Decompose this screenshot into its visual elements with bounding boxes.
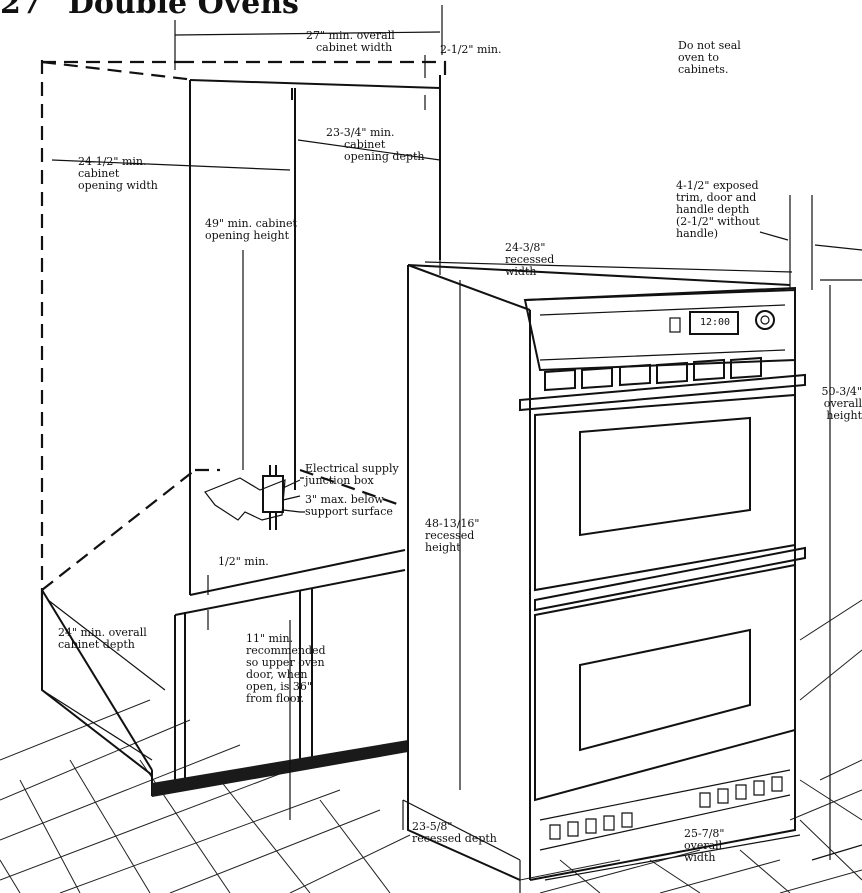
label-junction-box: Electrical supply junction box xyxy=(305,462,399,487)
floor-tiles xyxy=(0,599,862,893)
note-do-not-seal: Do not seal oven to cabinets. xyxy=(678,39,741,76)
oven-clock-display: 12:00 xyxy=(699,317,731,328)
label-recessed-height: 48-13/16" recessed height xyxy=(425,517,480,554)
label-recessed-depth: 23-5/8" recessed depth xyxy=(412,820,497,845)
dimension-lines xyxy=(47,5,862,893)
junction-box xyxy=(204,465,301,530)
label-recessed-width: 24-3/8" recessed width xyxy=(505,241,555,278)
cabinet-body xyxy=(41,75,441,797)
label-opening-height: 49" min. cabinet opening height xyxy=(205,217,297,242)
label-bottom-clearance: 1/2" min. xyxy=(218,555,269,568)
label-overall-height: 50-3/4" overall height xyxy=(821,385,862,422)
label-top-clearance: 2-1/2" min. xyxy=(440,43,502,56)
wall-oven xyxy=(407,264,806,881)
label-overall-cabinet-width: 27" min. overall cabinet width xyxy=(306,29,395,54)
label-exposed-trim: 4-1/2" exposed trim, door and handle dep… xyxy=(676,179,760,240)
cabinet-outline xyxy=(40,60,447,600)
label-opening-width: 24-1/2" min. cabinet opening width xyxy=(78,155,158,192)
label-cabinet-depth: 24" min. overall cabinet depth xyxy=(58,626,147,651)
label-recommended: 11" min. recommended so upper oven door,… xyxy=(246,632,326,705)
label-below-support: 3" max. below support surface xyxy=(305,493,393,518)
label-overall-width: 25-7/8" overall width xyxy=(684,827,725,864)
label-opening-depth: 23-3/4" min. cabinet opening depth xyxy=(326,126,425,163)
page-title: 27" Double Ovens xyxy=(0,0,299,21)
